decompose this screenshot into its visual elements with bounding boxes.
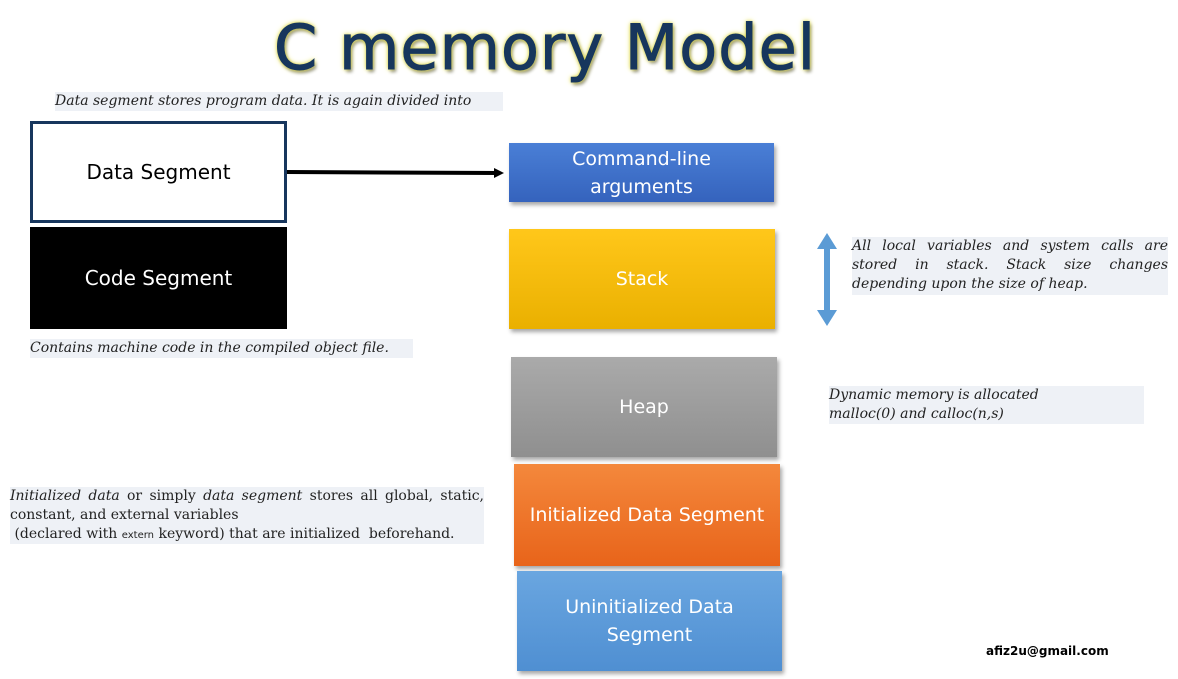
- stack-label: Stack: [615, 268, 669, 290]
- author-email: afiz2u@gmail.com: [986, 644, 1109, 658]
- stack-note-line-3: depending upon the size of heap.: [852, 276, 1088, 292]
- stack-segment: Stack: [509, 229, 775, 329]
- initialized-note-text-4: stores all global, static,: [302, 488, 484, 504]
- initialized-note-line-3b: keyword) that are initialized beforehand…: [154, 526, 455, 542]
- initialized-note-line-3a: (declared with: [10, 526, 122, 542]
- data-segment-arrow: [286, 167, 504, 178]
- data-segment-box: Data Segment: [30, 121, 287, 223]
- heap-note: Dynamic memory is allocated malloc(0) an…: [829, 386, 1144, 424]
- stack-note: All local variables and system calls are…: [852, 237, 1168, 295]
- initialized-label: Initialized Data Segment: [529, 504, 765, 526]
- initialized-note-italic-1: Initialized data: [10, 488, 120, 504]
- uninitialized-label: Uninitialized Data Segment: [565, 596, 734, 646]
- uninitialized-data-segment: Uninitialized Data Segment: [517, 571, 782, 671]
- heap-note-line-2: malloc(0) and calloc(n,s): [829, 406, 1004, 422]
- stack-note-line-2: stored in stack. Stack size changes: [852, 257, 1168, 273]
- stack-note-line-1: All local variables and system calls are: [852, 238, 1168, 254]
- code-segment-box: Code Segment: [30, 227, 287, 329]
- heap-label: Heap: [619, 396, 669, 418]
- initialized-note-line-2: constant, and external variables: [10, 507, 239, 523]
- stack-size-arrow: [817, 233, 837, 326]
- initialized-note-line-3: (declared with extern keyword) that are …: [10, 525, 484, 545]
- data-segment-note: Data segment stores program data. It is …: [55, 92, 503, 111]
- data-segment-label: Data Segment: [86, 160, 231, 184]
- heap-segment: Heap: [511, 357, 777, 457]
- command-line-label: Command-line arguments: [572, 147, 711, 198]
- code-segment-note-text: Contains machine code in the compiled ob…: [30, 340, 389, 356]
- initialized-note-italic-3: data segment: [203, 488, 303, 504]
- extern-keyword: extern: [121, 530, 155, 541]
- page-title: C memory Model: [274, 11, 816, 85]
- initialized-note-line-1: Initialized data or simply data segment …: [10, 487, 484, 506]
- code-segment-label: Code Segment: [84, 266, 233, 290]
- initialized-data-segment: Initialized Data Segment: [514, 464, 780, 566]
- command-line-segment: Command-line arguments: [509, 143, 774, 202]
- heap-note-line-1: Dynamic memory is allocated: [829, 387, 1039, 403]
- initialized-note-text-2: or simply: [119, 488, 204, 504]
- initialized-note: Initialized data or simply data segment …: [10, 487, 484, 544]
- data-segment-note-text: Data segment stores program data. It is …: [55, 93, 472, 109]
- code-segment-note: Contains machine code in the compiled ob…: [30, 339, 413, 358]
